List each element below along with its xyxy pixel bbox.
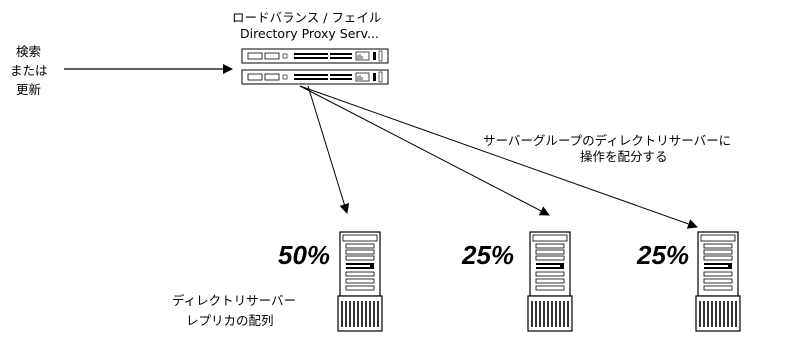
directory-server-3 xyxy=(695,231,741,332)
proxy-server-unit-2 xyxy=(241,69,389,85)
directory-server-1 xyxy=(337,231,383,332)
client-label-line-1: 検索 xyxy=(16,44,41,59)
client-label-line-2: または xyxy=(10,63,48,78)
client-label-line-3: 更新 xyxy=(16,82,41,97)
server-1-share: 50% xyxy=(278,240,330,270)
directory-server-2 xyxy=(527,231,573,332)
proxy-title-line-1: ロードバランス / フェイル xyxy=(232,10,381,25)
routing-note-line-2: 操作を配分する xyxy=(580,149,668,164)
proxy-server-unit-1 xyxy=(241,48,389,64)
server-2-share: 25% xyxy=(461,240,514,270)
proxy-title-line-2: Directory Proxy Serv... xyxy=(240,26,379,41)
replica-caption-line-2: レプリカの配列 xyxy=(186,313,274,328)
replica-caption-line-1: ディレクトリサーバー xyxy=(172,293,296,308)
server-3-share: 25% xyxy=(636,240,689,270)
routing-note-line-1: サーバーグループのディレクトリサーバーに xyxy=(483,133,731,148)
distribution-arrow-2 xyxy=(299,85,550,216)
distribution-arrow-3 xyxy=(299,85,698,229)
distribution-arrow-1 xyxy=(307,85,350,214)
